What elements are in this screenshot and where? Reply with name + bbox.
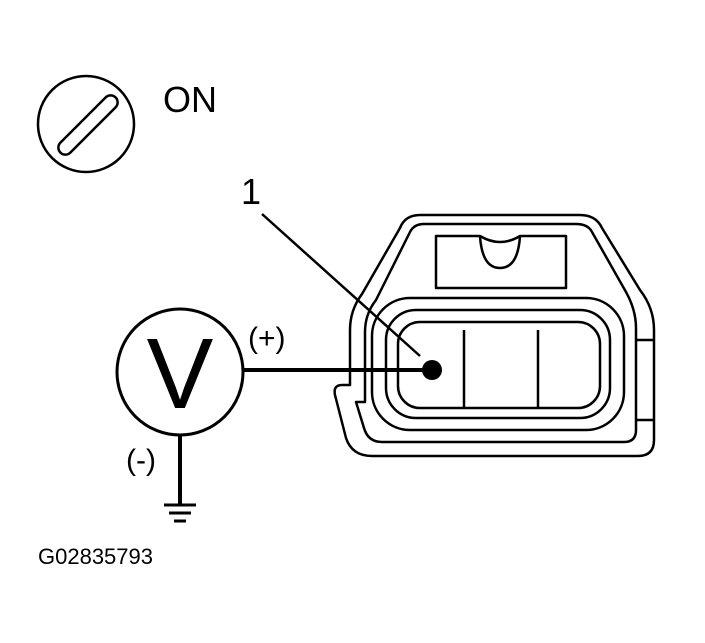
figure-code: G02835793 <box>38 544 153 569</box>
voltmeter-icon: V <box>115 307 245 437</box>
ignition-state-label: ON <box>163 79 217 120</box>
pin-1-leader-line <box>261 213 421 357</box>
ignition-key-icon <box>36 74 136 174</box>
positive-lead-label: (+) <box>248 322 286 355</box>
pin-number-label: 1 <box>241 171 262 212</box>
voltmeter-symbol: V <box>147 318 214 430</box>
ground-icon <box>164 435 196 523</box>
connector-icon <box>333 213 656 458</box>
pin-1-contact-dot <box>422 360 442 380</box>
probe-lead-positive <box>242 360 442 380</box>
negative-lead-label: (-) <box>126 444 156 477</box>
